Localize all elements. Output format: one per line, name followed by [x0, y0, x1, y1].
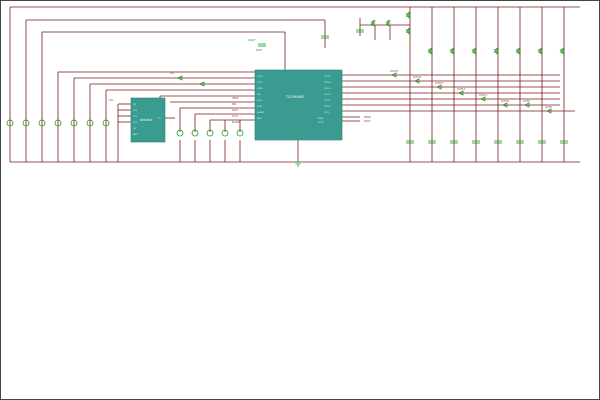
svg-text:D11: D11: [133, 116, 138, 118]
svg-text:OUT0: OUT0: [257, 76, 263, 78]
input-sensors: [6, 119, 244, 137]
net-label: SOUT: [364, 120, 371, 123]
net-label: OUT13: [435, 82, 444, 85]
svg-text:OUT10: OUT10: [324, 106, 332, 108]
net-label: SIN: [232, 103, 236, 106]
svg-text:D9: D9: [133, 104, 137, 106]
ground-symbol: [294, 161, 302, 167]
main-ic-left-pins: OUT0 OUT1 VPRG SIN SCLK XLAT BLANK GND: [257, 76, 264, 120]
svg-text:OUT12: OUT12: [324, 94, 332, 96]
svg-text:VPRG: VPRG: [257, 88, 263, 90]
svg-text:5V: 5V: [158, 118, 161, 120]
svg-text:OUT15: OUT15: [324, 76, 332, 78]
svg-text:D13: D13: [133, 122, 138, 124]
net-label: OUT11: [479, 94, 488, 97]
net-label: XLAT: [232, 115, 238, 118]
net-label: VPRG: [232, 97, 239, 100]
net-label: BLANK: [232, 121, 240, 124]
svg-text:OUT11: OUT11: [324, 100, 332, 102]
svg-text:D10: D10: [133, 110, 138, 112]
svg-text:XLAT: XLAT: [257, 105, 263, 108]
net-label: SCLK: [232, 109, 239, 112]
net-label: OUT10: [501, 100, 510, 103]
svg-text:SCLK: SCLK: [257, 100, 263, 102]
net-label: OUT12: [457, 88, 466, 91]
net-label: OUT9: [523, 100, 530, 103]
bypass-capacitors: [258, 29, 568, 144]
net-labels: +5V VPRG SIN SCLK XLAT BLANK XERR SOUT 1…: [108, 39, 552, 124]
part-label: 2k2: [170, 72, 175, 75]
svg-text:XERR: XERR: [318, 118, 324, 120]
secondary-ic-label: Arduino: [140, 118, 152, 122]
net-label: OUT14: [413, 76, 422, 79]
net-label: XERR: [364, 116, 371, 119]
svg-text:OUT9: OUT9: [324, 112, 330, 114]
net-label: OUT15: [390, 70, 399, 73]
secondary-ic: Arduino D9 D10 D11 D13 D3 GND 5V: [130, 97, 166, 143]
output-columns: [359, 7, 565, 162]
cap-label: 10uF: [256, 49, 263, 52]
cap-label: 100nF: [248, 39, 256, 42]
svg-text:SIN: SIN: [257, 94, 261, 96]
net-label: +5V: [108, 99, 114, 102]
output-diodes: [177, 72, 552, 114]
svg-text:GND: GND: [257, 118, 262, 120]
net-label: OUT8: [545, 106, 552, 109]
svg-text:OUT13: OUT13: [324, 88, 332, 90]
main-ic-right-pins: OUT15 OUT14 OUT13 OUT12 OUT11 OUT10 OUT9…: [318, 76, 332, 124]
svg-text:GND: GND: [133, 134, 138, 136]
svg-text:OUT14: OUT14: [324, 82, 332, 84]
pullup-resistors: [370, 11, 566, 55]
svg-text:D3: D3: [133, 128, 137, 130]
main-ic-label: TLC5940NT: [285, 95, 304, 99]
svg-text:BLANK: BLANK: [257, 111, 264, 114]
svg-text:SOUT: SOUT: [318, 122, 324, 124]
svg-text:OUT1: OUT1: [257, 82, 263, 84]
main-ic: TLC5940NT OUT0 OUT1 VPRG SIN SCLK XLAT B…: [254, 69, 343, 141]
